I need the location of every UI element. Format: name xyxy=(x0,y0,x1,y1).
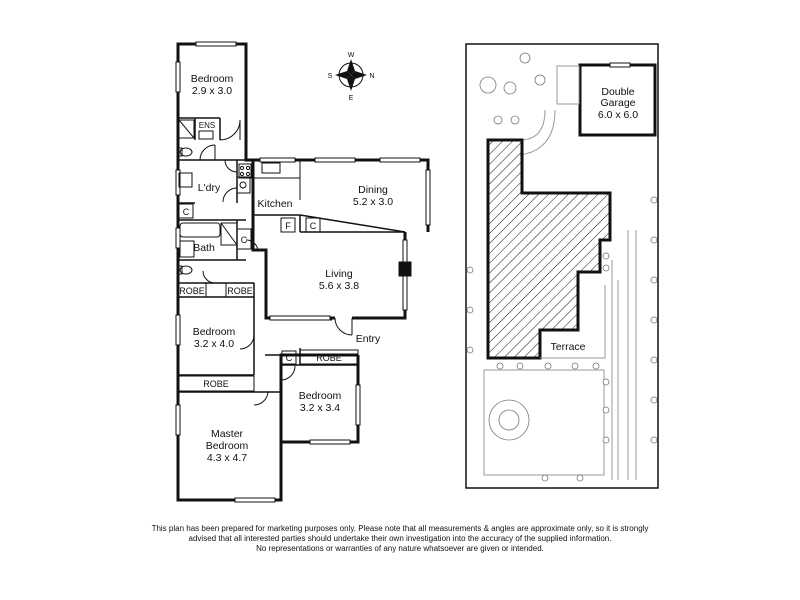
garage-name-2: Garage xyxy=(600,97,635,109)
windows xyxy=(175,41,431,503)
ensuite-label: ENS xyxy=(199,121,215,130)
garage-size: 6.0 x 6.0 xyxy=(598,109,638,121)
paths xyxy=(519,109,637,480)
cupboard-label: C xyxy=(310,221,317,231)
entry-label: Entry xyxy=(356,333,381,345)
master-name-2: Bedroom xyxy=(206,440,249,452)
room-labels: Bedroom 2.9 x 3.0 ENS L'dry Kitchen Dini… xyxy=(179,73,393,464)
compass-north: N xyxy=(369,73,374,80)
bedroom-right-name: Bedroom xyxy=(299,390,342,402)
robe-label: ROBE xyxy=(179,286,205,296)
site-plan: Double Garage 6.0 x 6.0 Terrace xyxy=(465,43,659,489)
cupboard-label: C xyxy=(241,235,248,245)
bath-label: Bath xyxy=(193,242,215,254)
master-size: 4.3 x 4.7 xyxy=(207,452,247,464)
house-plan xyxy=(175,41,431,503)
bedroom-top-size: 2.9 x 3.0 xyxy=(192,85,232,97)
disclaimer-line-1: This plan has been prepared for marketin… xyxy=(151,524,649,533)
robe-label: ROBE xyxy=(203,379,229,389)
living-size: 5.6 x 3.8 xyxy=(319,280,359,292)
robe-label: ROBE xyxy=(316,353,342,363)
master-name-1: Master xyxy=(211,428,244,440)
kitchen-label: Kitchen xyxy=(257,198,292,210)
bedroom-left-name: Bedroom xyxy=(193,326,236,338)
site-boundary xyxy=(465,43,659,489)
disclaimer: This plan has been prepared for marketin… xyxy=(100,524,700,554)
laundry-label: L'dry xyxy=(198,182,221,194)
bedroom-left-size: 3.2 x 4.0 xyxy=(194,338,234,350)
door-swings xyxy=(199,119,353,406)
trees xyxy=(466,52,658,482)
cupboard-boxes xyxy=(177,203,359,392)
compass-east: E xyxy=(349,95,354,102)
terrace-label: Terrace xyxy=(550,341,585,353)
garage-name-1: Double xyxy=(601,86,634,98)
dining-name: Dining xyxy=(358,184,388,196)
garage-door xyxy=(609,62,631,68)
compass-west: W xyxy=(348,52,355,59)
fixtures xyxy=(178,119,412,321)
living-name: Living xyxy=(325,268,353,280)
cupboard-label: C xyxy=(286,353,293,363)
compass-rose: W E S N xyxy=(328,52,375,102)
cupboard-label: C xyxy=(183,207,190,217)
robe-label: ROBE xyxy=(227,286,253,296)
fridge-label: F xyxy=(285,221,291,231)
garage-side-path xyxy=(556,65,580,105)
compass-south: S xyxy=(328,73,333,80)
house-footprint xyxy=(486,138,612,360)
disclaimer-line-3: No representations or warranties of any … xyxy=(256,544,544,553)
bedroom-top-name: Bedroom xyxy=(191,73,234,85)
bedroom-right-size: 3.2 x 3.4 xyxy=(300,402,340,414)
disclaimer-line-2: advised that all interested parties shou… xyxy=(188,534,612,543)
dining-size: 5.2 x 3.0 xyxy=(353,196,393,208)
terrace-outline xyxy=(540,285,606,359)
